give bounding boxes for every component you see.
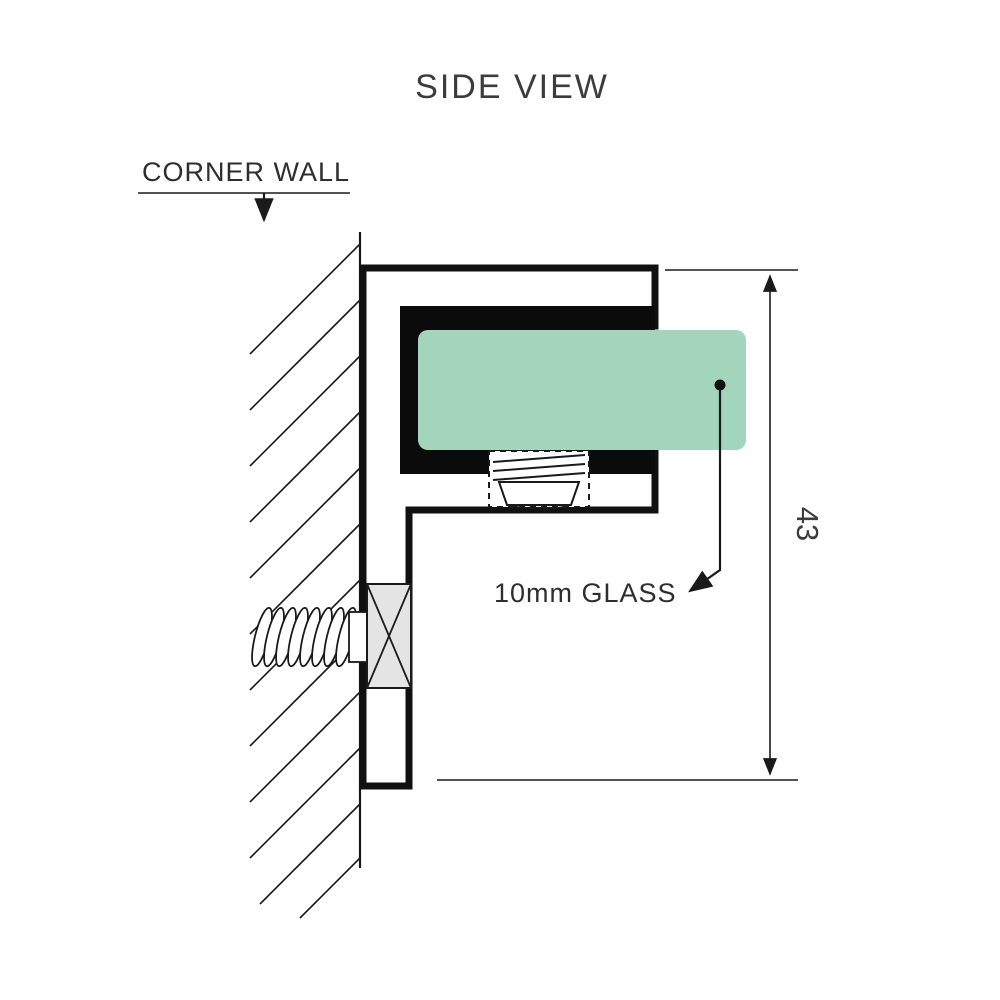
- grub-screw-cup: [497, 481, 581, 506]
- corner-wall-label: CORNER WALL: [142, 157, 350, 187]
- glass-leader-dot: [714, 379, 726, 391]
- wall-hatching: [249, 243, 361, 919]
- wall-screw-head: [366, 583, 412, 689]
- wall-screw: [251, 583, 412, 689]
- dimension-43: 43: [437, 269, 825, 781]
- grub-screw-base: [506, 504, 572, 510]
- grub-screw: [488, 450, 590, 510]
- diagram-title: SIDE VIEW: [415, 68, 609, 106]
- grub-screw-threads: [492, 454, 586, 481]
- glass-panel: [418, 330, 746, 450]
- wall-screw-threads: [251, 606, 357, 668]
- dim-label: 43: [790, 507, 825, 541]
- glass-leader-line: [688, 390, 722, 593]
- glass-label: 10mm GLASS: [494, 578, 677, 608]
